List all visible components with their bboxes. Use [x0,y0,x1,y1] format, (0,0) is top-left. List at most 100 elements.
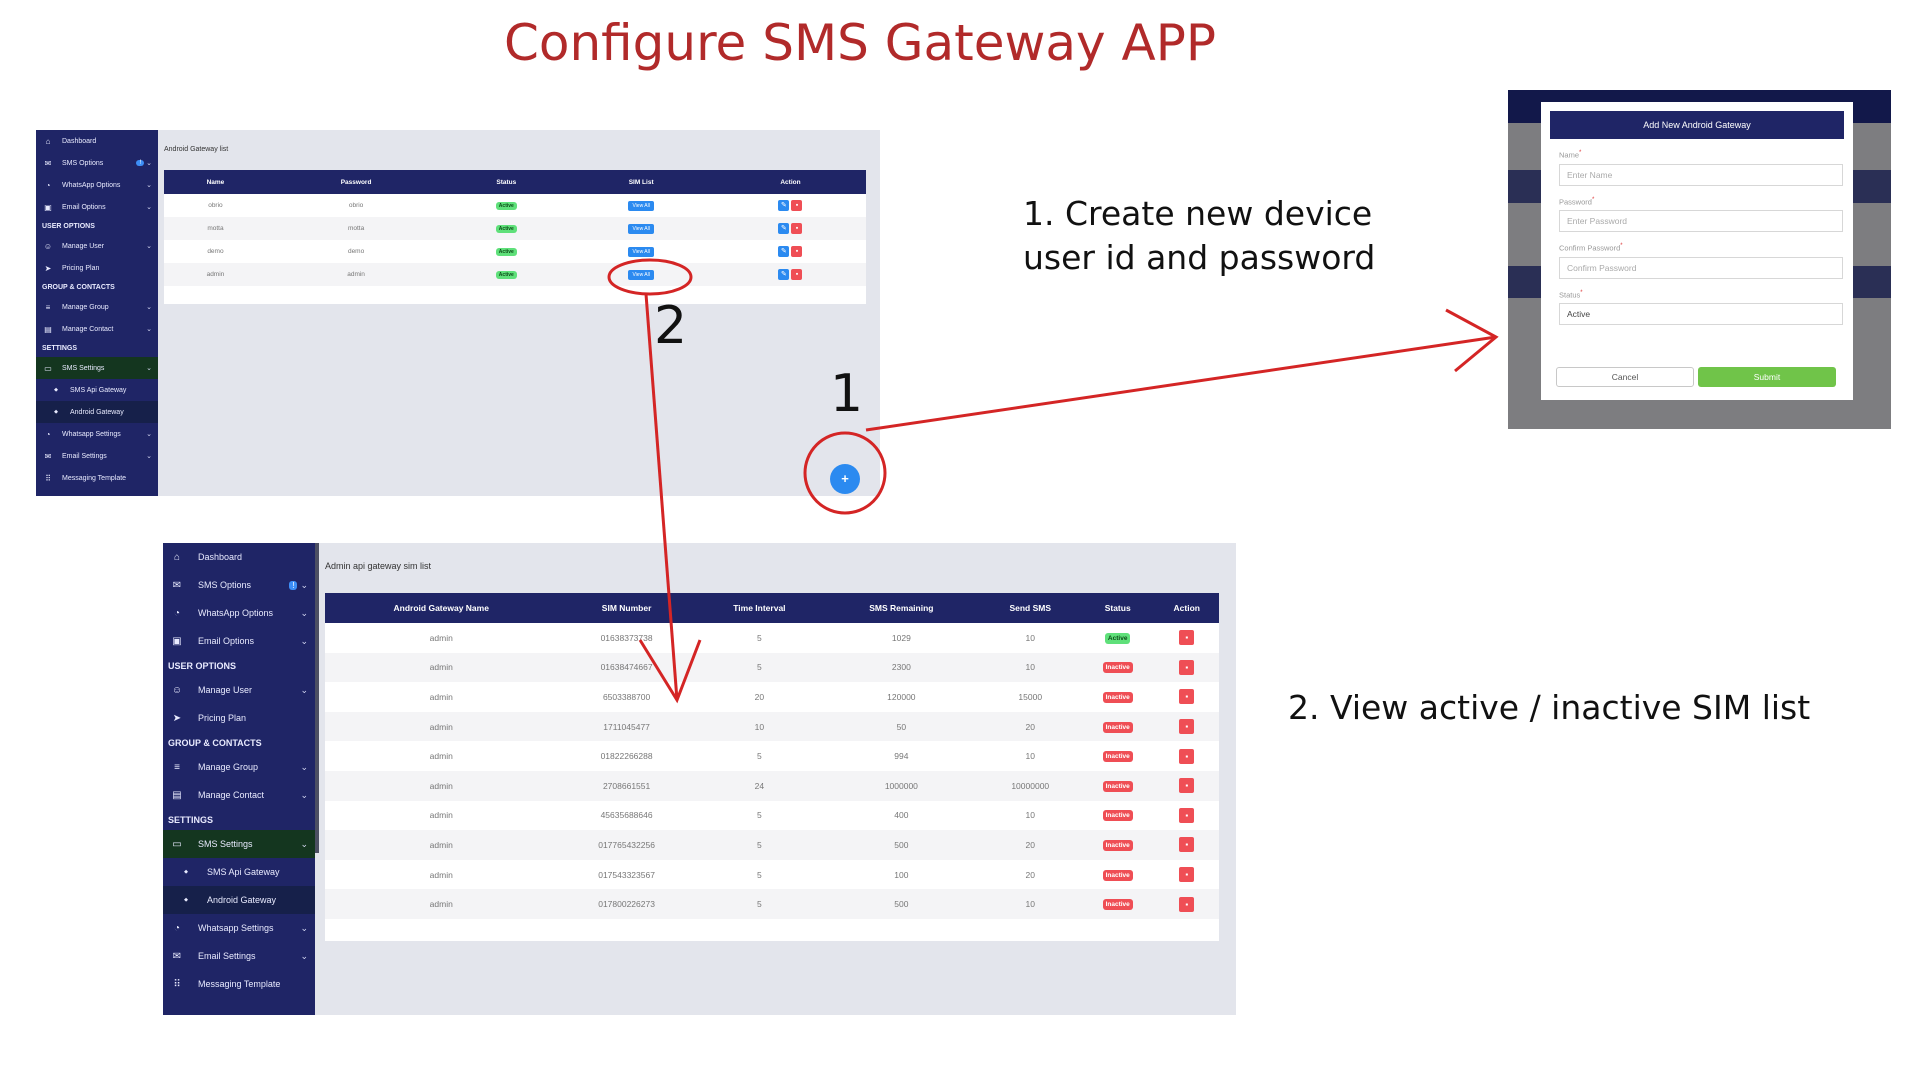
chevron-down-icon[interactable]: ⌄ [300,635,308,646]
sidebar-item-sms-api-gateway[interactable]: ◆SMS Api Gateway [36,379,158,401]
list-icon: ≡ [45,302,51,312]
sidebar-item-manage-contact[interactable]: ▤Manage Contact⌄ [163,781,315,809]
sidebar-item-dashboard[interactable]: ⌂Dashboard [36,130,158,152]
delete-icon[interactable]: ▪ [1179,896,1195,912]
delete-icon[interactable]: ▪ [791,200,803,211]
sidebar-item-manage-user[interactable]: ☺Manage User⌄ [36,235,158,257]
chevron-down-icon[interactable]: ⌄ [146,243,152,250]
column-header: SMS Remaining [823,593,980,623]
delete-icon[interactable]: ▪ [1179,719,1195,735]
sidebar-item-label: Email Options [62,203,106,211]
chevron-down-icon[interactable]: ⌄ [300,579,308,590]
sidebar-item-email-options[interactable]: ▣Email Options⌄ [36,196,158,218]
sidebar-item-sms-settings[interactable]: ▭SMS Settings⌄ [163,830,315,858]
sidebar-item-whatsapp-settings[interactable]: ◔Whatsapp Settings⌄ [163,914,315,942]
chevron-down-icon[interactable]: ⌄ [300,761,308,772]
sidebar-item-manage-user[interactable]: ☺Manage User⌄ [163,676,315,704]
chevron-down-icon[interactable]: ⌄ [300,950,308,961]
action-cell: ▪ [1154,830,1219,860]
sidebar-item-android-gateway[interactable]: ◆Android Gateway [163,886,315,914]
gateway-name: admin [429,691,453,702]
status-select[interactable]: Active [1559,303,1843,325]
sim-list-cell: View All [567,217,715,240]
chevron-down-icon[interactable]: ⌄ [300,684,308,695]
send-icon: ➤ [172,712,182,724]
sidebar-item-whatsapp-settings[interactable]: ◔Whatsapp Settings⌄ [36,423,158,445]
sidebar-item-email-settings[interactable]: ✉Email Settings⌄ [163,942,315,970]
time-interval: 5 [757,632,762,643]
chevron-down-icon[interactable]: ⌄ [300,789,308,800]
submit-button[interactable]: Submit [1698,367,1836,387]
delete-icon[interactable]: ▪ [791,269,803,280]
field-label: Password* [1559,197,1853,207]
action-cell: ▪ [1155,741,1220,771]
name-input[interactable]: Enter Name [1559,163,1843,186]
sms-icon: ▭ [172,838,182,850]
sidebar-item-pricing-plan[interactable]: ➤Pricing Plan [163,704,315,732]
chevron-down-icon[interactable]: ⌄ [146,182,152,189]
email-icon: ▣ [172,635,182,647]
sms-remaining: 100 [894,869,909,880]
delete-icon[interactable]: ▪ [791,246,803,257]
column-header: Action [714,170,866,194]
delete-icon[interactable]: ▪ [1179,807,1195,823]
gateway-name: admin [325,830,558,860]
view-all-button[interactable]: View All [628,246,654,257]
sidebar-item-whatsapp-options[interactable]: ◔WhatsApp Options⌄ [36,174,158,196]
password-input[interactable]: Enter Password [1559,210,1843,232]
sidebar-item-label: SMS Api Gateway [207,867,280,877]
sidebar-item-pricing-plan[interactable]: ➤Pricing Plan [36,257,158,279]
grid-icon: ⠿ [173,978,181,990]
sidebar-item-manage-group[interactable]: ≡Manage Group⌄ [36,296,158,318]
sidebar-item-sms-api-gateway[interactable]: ◆SMS Api Gateway [163,858,315,886]
sidebar-item-manage-contact[interactable]: ▤Manage Contact⌄ [36,318,158,340]
delete-icon[interactable]: ▪ [1179,778,1195,794]
delete-icon[interactable]: ▪ [1179,630,1195,646]
chevron-down-icon[interactable]: ⌄ [146,326,152,333]
add-gateway-button[interactable]: + [830,464,860,494]
edit-icon[interactable]: ✎ [778,223,790,234]
sidebar-scrollbar[interactable] [315,543,319,853]
delete-icon[interactable]: ▪ [1179,867,1195,883]
sidebar-item-sms-settings[interactable]: ▭SMS Settings⌄ [36,357,158,379]
chevron-down-icon[interactable]: ⌄ [146,304,152,311]
chevron-down-icon[interactable]: ⌄ [300,838,308,849]
chevron-down-icon[interactable]: ⌄ [146,204,152,211]
edit-icon[interactable]: ✎ [778,200,790,211]
sidebar-item-email-settings[interactable]: ✉Email Settings⌄ [36,445,158,467]
status-cell: Active [445,240,567,263]
sidebar-item-messaging-template[interactable]: ⠿Messaging Template [163,970,315,998]
delete-icon[interactable]: ▪ [791,223,803,234]
sidebar-item-messaging-template[interactable]: ⠿Messaging Template [36,467,158,489]
action-cell: ▪ [1154,889,1219,919]
sim-list-cell: View All [567,240,715,263]
status-badge: Active [495,224,517,233]
chevron-down-icon[interactable]: ⌄ [146,160,152,167]
sidebar-item-manage-group[interactable]: ≡Manage Group⌄ [163,753,315,781]
sidebar-item-dashboard[interactable]: ⌂Dashboard [163,543,315,571]
delete-icon[interactable]: ▪ [1179,689,1195,705]
sidebar-item-sms-options[interactable]: ✉SMS Options!⌄ [163,571,315,599]
view-all-button[interactable]: View All [628,269,654,280]
edit-icon[interactable]: ✎ [778,269,790,280]
edit-icon[interactable]: ✎ [778,246,790,257]
sidebar-item-sms-options[interactable]: ✉SMS Options!⌄ [36,152,158,174]
cancel-button[interactable]: Cancel [1556,367,1694,387]
view-all-button[interactable]: View All [628,200,654,211]
chevron-down-icon[interactable]: ⌄ [146,365,152,372]
chevron-down-icon[interactable]: ⌄ [146,453,152,460]
chevron-down-icon[interactable]: ⌄ [300,607,308,618]
confirm-password-input[interactable]: Confirm Password [1559,256,1843,279]
delete-icon[interactable]: ▪ [1179,837,1195,853]
delete-icon[interactable]: ▪ [1179,748,1195,764]
view-all-button[interactable]: View All [628,223,654,234]
status-cell: Active [445,194,567,217]
sidebar-item-whatsapp-options[interactable]: ◔WhatsApp Options⌄ [163,599,315,627]
chevron-down-icon[interactable]: ⌄ [300,922,308,933]
sidebar-item-label: SMS Options [62,159,104,167]
delete-icon[interactable]: ▪ [1179,659,1195,675]
sidebar-item-email-options[interactable]: ▣Email Options⌄ [163,627,315,655]
chevron-down-icon[interactable]: ⌄ [146,431,152,438]
sidebar-item-android-gateway[interactable]: ◆Android Gateway [36,401,158,423]
